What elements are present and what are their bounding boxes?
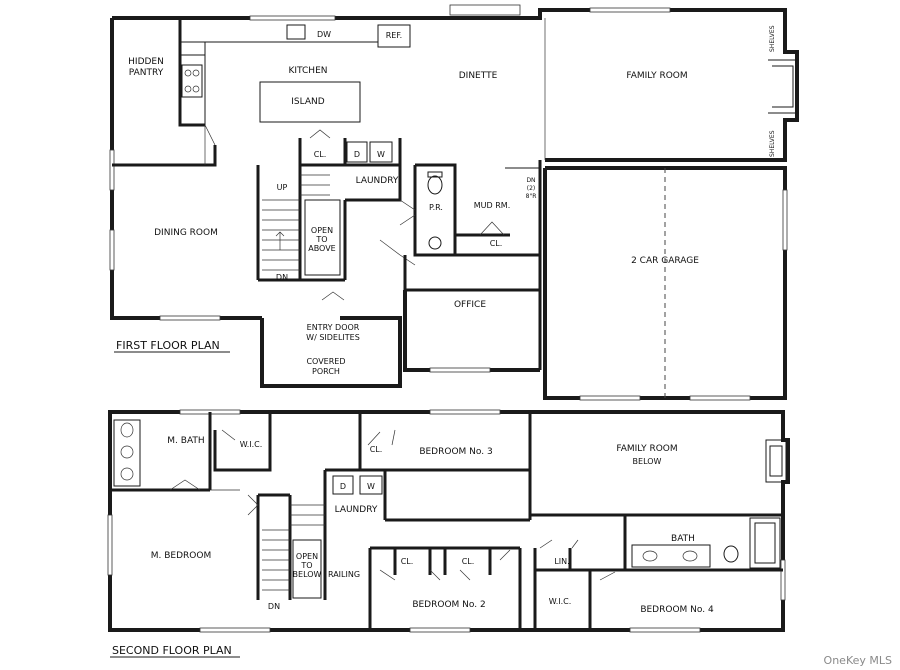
stair-closet-label: CL. [314, 150, 327, 159]
island-label: ISLAND [291, 97, 324, 107]
bedroom2-label: BEDROOM No. 2 [412, 600, 485, 610]
master-tub [113, 419, 141, 487]
refrigerator-label: REF. [386, 31, 402, 40]
mud-room-label: MUD RM. [474, 201, 510, 210]
first-floor-title: FIRST FLOOR PLAN [116, 339, 220, 352]
bedroom4-label: BEDROOM No. 4 [640, 605, 714, 615]
family-below-label-2: BELOW [633, 457, 662, 466]
washer-label: W [377, 150, 385, 159]
bedroom4-wic-label: W.I.C. [549, 597, 572, 606]
porch-label-1: COVERED [306, 357, 345, 366]
open-to-below-1: OPEN [296, 552, 318, 561]
upstairs-dryer-label: D [340, 482, 346, 491]
garage-steps-2: (2) [527, 185, 536, 192]
bedroom2-closet-b-label: CL. [462, 557, 475, 566]
bedroom2-closet-a-label: CL. [401, 557, 414, 566]
entry-door-label-1: ENTRY DOOR [307, 323, 360, 332]
mud-closet-label: CL. [490, 239, 503, 248]
shelves-label-top: SHELVES [769, 25, 776, 52]
range-cooktop [181, 64, 203, 98]
bedroom3-closet-label: CL. [370, 445, 383, 454]
kitchen-counter [180, 25, 379, 125]
bedroom3-label: BEDROOM No. 3 [419, 447, 492, 457]
first-floor-exterior-wall [110, 8, 799, 400]
powder-room-label: P.R. [429, 203, 443, 212]
linen-closet-label: LIN. [554, 557, 569, 566]
office-label: OFFICE [454, 300, 486, 310]
garage-label: 2 CAR GARAGE [631, 256, 699, 266]
upstairs-laundry-label: LAUNDRY [335, 505, 378, 515]
open-to-below-2: TO [300, 561, 312, 570]
stair-down-label: DN [276, 273, 288, 282]
pantry-label-2: PANTRY [129, 68, 164, 78]
kitchen-island [259, 81, 361, 123]
master-bath-label: M. BATH [167, 436, 204, 446]
upstairs-stair-down-label: DN [268, 602, 280, 611]
second-floor-title: SECOND FLOOR PLAN [112, 644, 232, 657]
stair-up-label: UP [277, 183, 288, 192]
shelves-label-bottom: SHELVES [769, 130, 776, 157]
dishwasher-label: DW [317, 30, 331, 39]
family-below-label-1: FAMILY ROOM [616, 444, 677, 454]
second-floor-stair [247, 494, 325, 591]
upstairs-tub [749, 517, 781, 569]
railing-label: RAILING [328, 570, 360, 579]
kitchen-sink [286, 24, 306, 40]
porch-label-2: PORCH [312, 367, 340, 376]
second-floor-plan: M. BATH W.I.C. M. BEDROOM CL. BEDROOM No… [107, 409, 790, 658]
master-wic-label: W.I.C. [240, 440, 263, 449]
pantry-label-1: HIDDEN [128, 57, 164, 67]
garage-steps-1: DN [526, 177, 535, 184]
second-floor-exterior-wall [108, 410, 790, 632]
master-bedroom-label: M. BEDROOM [151, 551, 211, 561]
first-floor-stair [262, 174, 330, 271]
upstairs-bath-label: BATH [671, 534, 695, 544]
refrigerator [377, 24, 411, 48]
entry-door-label-2: W/ SIDELITES [306, 333, 360, 342]
open-to-above-2: TO [315, 235, 327, 244]
garage-steps-3: 8"R [526, 193, 537, 200]
fireplace [768, 59, 798, 114]
open-to-below-3: BELOW [293, 570, 322, 579]
open-to-above-1: OPEN [311, 226, 333, 235]
watermark: OneKey MLS [824, 654, 892, 667]
bath-vanity [631, 544, 711, 568]
laundry-label: LAUNDRY [356, 176, 399, 186]
first-floor-plan: HIDDEN PANTRY KITCHEN ISLAND DW REF. DIN… [109, 4, 799, 401]
family-room-label: FAMILY ROOM [626, 71, 687, 81]
upstairs-washer-label: W [367, 482, 375, 491]
dryer-label: D [354, 150, 360, 159]
open-to-above-3: ABOVE [308, 244, 336, 253]
dinette-label: DINETTE [459, 71, 498, 81]
kitchen-label: KITCHEN [289, 66, 328, 76]
dining-room-label: DINING ROOM [154, 228, 218, 238]
